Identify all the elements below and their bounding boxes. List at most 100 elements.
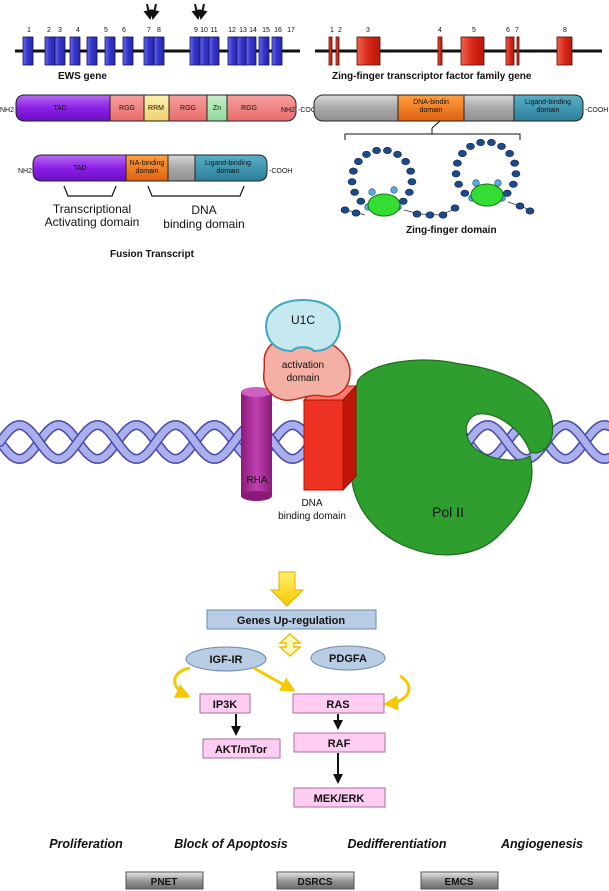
ews-exon [271,36,283,66]
amino-acid-bead [398,197,408,205]
cys-his-residue [368,188,376,196]
amino-acid-bead [340,206,350,214]
amino-acid-bead [406,167,415,175]
zf-exon [516,36,520,66]
u1c-label: U1C [291,313,315,327]
dna-domain-label: DNA-bindin [413,99,449,106]
ews-exon [104,36,116,66]
rha-cylinder-body [241,392,272,496]
zf-exon [437,36,443,66]
ews-exon [199,36,211,66]
zf-exon-number: 5 [472,27,476,34]
rha-protein: RHA [241,387,272,501]
ews-exon-number: 6 [122,27,126,34]
ews-exon-number: 3 [58,27,62,34]
amino-acid-bead [405,188,414,196]
mek-label: MEK/ERK [314,793,365,805]
ews-exon [122,36,134,66]
zf-exon-number: 4 [438,27,442,34]
ews-exon-number: 4 [76,27,80,34]
amino-acid-bead [460,189,470,197]
ews-exon-number: 7 [147,27,151,34]
rrm-label: RRM [148,105,164,112]
activation-label: activation [282,360,324,371]
amino-acid-bead [407,178,417,186]
outcome-block-apoptosis: Block of Apoptosis [174,837,287,851]
zinc-finger-caption: Zing-finger domain [406,225,497,236]
rgg-label: RGG [241,105,257,112]
ews-gene-title: EWS gene [58,71,107,82]
ews-exon [143,36,155,66]
zf-exon-number: 1 [330,27,334,34]
zinc-finger-beads [340,138,535,219]
zf-exon [335,36,340,66]
rha-cylinder-top [241,387,272,397]
rrm-domain [143,94,170,122]
amino-acid-bead [438,211,448,219]
dna-bd-label: DNA [191,203,216,217]
signaling-pathway: Genes Up-regulation IGF-IR PDGFA IP3K RA… [173,571,411,808]
zf-exon-number: 2 [338,27,342,34]
amino-acid-bead [510,159,519,167]
ras-box [292,693,385,714]
zinc-finger-diagram: Zing-finger domain [340,120,535,236]
amino-acid-bead [487,138,496,146]
ews-exon-number: 9 [194,27,198,34]
ews-exon [245,36,257,66]
nh2-label: NH2 [0,107,14,114]
rha-label: RHA [246,475,267,486]
amino-acid-bead [515,202,525,210]
tumor-label-pnet: PNET [151,877,178,888]
rha-cylinder-bottom [241,491,272,501]
amino-acid-bead [393,150,402,158]
cys-his-residue [472,179,480,187]
zn-domain [206,94,228,122]
fusion-tad-domain [32,154,127,182]
u1c-shape [265,298,341,353]
breakpoint-arrow [197,3,208,20]
dna-bracket [147,185,245,197]
zf-protein: NH2 DNA-bindin domain Ligand-binding dom… [281,94,608,122]
tumor-box-pnet [125,871,204,890]
rgg-domain [109,94,145,122]
zf-exon-number: 6 [506,27,510,34]
curved-arrow-right [383,674,411,711]
complex-dna-label: binding domain [278,511,346,522]
box-side [342,384,357,492]
ews-exon-number: 15 [262,27,270,34]
breakpoint-arrows [143,3,208,20]
amino-acid-bead [505,149,514,157]
outcome-dedifferentiation: Dedifferentiation [347,837,446,851]
zinc-finger-bracket [344,120,521,140]
outcomes-row: Proliferation Block of Apoptosis Dediffe… [49,837,583,851]
amino-acid-bead [453,159,462,167]
ews-protein: NH2 TAD RGG RRM RGG Zn RGG -COOH [0,94,321,122]
pol-ii-shape [349,359,554,556]
pol-ii-label: Pol II [432,504,464,520]
ews-exon-number: 16 [274,27,282,34]
amino-acid-bead [350,188,359,196]
ews-exon-number: 10 [200,27,208,34]
amino-acid-bead [412,210,422,218]
tumor-label-emcs: EMCS [445,877,474,888]
ip3k-box [199,693,251,714]
breakpoint-arrow [191,3,202,20]
fusion-gray-region [167,154,196,182]
nh2-label: NH2 [18,168,32,175]
ews-exon [153,36,165,66]
fusion-dna-domain [125,154,169,182]
zf-exon [356,36,381,66]
ews-exon-number: 12 [228,27,236,34]
ligand-domain-label: domain [537,107,560,114]
amino-acid-bead [401,157,410,165]
cys-his-residue [390,186,398,194]
tumor-box-emcs [420,871,499,890]
fusion-dna-label: NA-binding [130,160,165,167]
amino-acid-bead [476,138,485,146]
ews-exon [69,36,81,66]
rgg-label: RGG [119,105,135,112]
mek-box [293,787,386,808]
big-yellow-arrow [269,571,305,607]
amino-acid-bead [383,146,392,154]
